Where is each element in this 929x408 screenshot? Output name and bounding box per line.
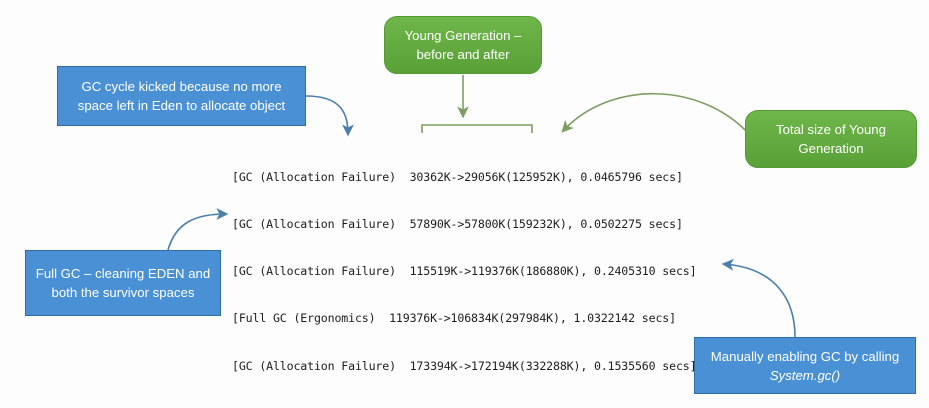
callout-text-code: System.gc()	[769, 367, 841, 383]
callout-total-size-young-generation: Total size of Young Generation	[745, 110, 917, 168]
callout-text: Manually enabling GC by calling System.g…	[695, 347, 915, 385]
connector-manual-gc-to-log	[721, 258, 796, 338]
connector-young-gen-to-log	[421, 75, 533, 133]
callout-text: Full GC – cleaning EDEN and both the sur…	[35, 266, 211, 300]
callout-manually-enabling-gc: Manually enabling GC by calling System.g…	[694, 337, 916, 394]
connector-total-size-to-log	[561, 92, 749, 134]
log-line: [GC (Allocation Failure) 115519K->119376…	[232, 264, 697, 278]
callout-young-generation: Young Generation – before and after	[384, 16, 542, 74]
callout-text: GC cycle kicked because no more space le…	[77, 79, 286, 113]
log-line: [GC (Allocation Failure) 30362K->29056K(…	[232, 169, 683, 184]
gc-log-output: [GC (Allocation Failure) 30362K->29056K(…	[232, 138, 697, 408]
callout-text: Young Generation – before and after	[404, 28, 522, 62]
connector-full-gc-to-log	[167, 208, 229, 251]
log-line: [GC (Allocation Failure) 173394K->172194…	[232, 358, 697, 373]
log-line: [GC (Allocation Failure) 57890K->57800K(…	[232, 216, 683, 231]
log-line: [Full GC (Ergonomics) 172194K->163869K(4…	[232, 406, 696, 408]
callout-gc-cycle-kicked: GC cycle kicked because no more space le…	[57, 66, 306, 126]
callout-text-plain: Manually enabling GC by calling	[710, 348, 900, 364]
callout-text: Total size of Young Generation	[776, 122, 886, 156]
log-line: [Full GC (Ergonomics) 119376K->106834K(2…	[232, 311, 676, 326]
callout-full-gc-cleaning-eden: Full GC – cleaning EDEN and both the sur…	[25, 250, 221, 316]
connector-gc-cycle-to-log	[305, 95, 354, 137]
